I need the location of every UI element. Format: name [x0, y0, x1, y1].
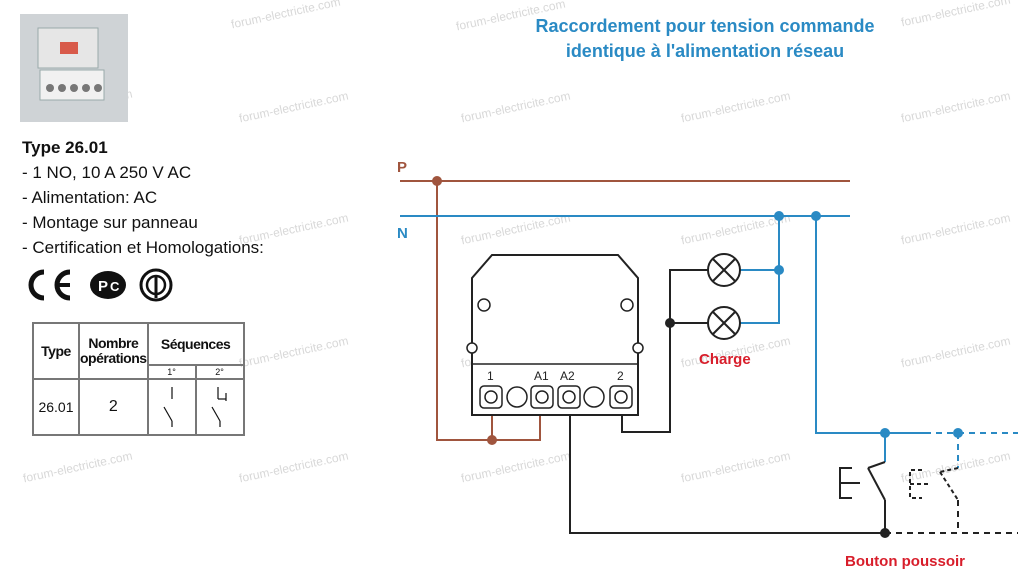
- cell-type: 26.01: [32, 378, 80, 436]
- terminal-label: 1: [487, 369, 494, 383]
- svg-text:P: P: [98, 278, 108, 295]
- neutral-junction: [880, 428, 890, 438]
- col-seq-header: Séquences: [146, 322, 245, 366]
- cell-ops: 2: [78, 378, 149, 436]
- col-type-header: Type: [32, 322, 80, 380]
- terminal-empty: [506, 386, 528, 408]
- lamp-icon: [707, 306, 741, 340]
- neutral-junction: [811, 211, 821, 221]
- col-ops-header: Nombre opérations: [78, 322, 149, 380]
- terminal-label: A2: [560, 369, 575, 383]
- neutral-junction: [774, 211, 784, 221]
- load-junction: [665, 318, 675, 328]
- load-wire: [621, 269, 708, 433]
- terminal-screw: [530, 385, 554, 409]
- spec-line: - Alimentation: AC: [22, 188, 158, 207]
- seq1-symbol: [146, 378, 197, 436]
- certification-logos: P C: [26, 266, 186, 306]
- phase-junction: [432, 176, 442, 186]
- neutral-extension: [925, 432, 1018, 468]
- terminal-empty: [583, 386, 605, 408]
- diagram-title: Raccordement pour tension commande ident…: [535, 16, 875, 61]
- neutral-junction: [953, 428, 963, 438]
- phase-label: P: [397, 159, 407, 176]
- charge-label: Charge: [699, 351, 751, 368]
- control-junction: [880, 528, 890, 538]
- product-type: Type 26.01: [22, 138, 108, 157]
- pct-mark-icon: P C: [90, 271, 126, 299]
- terminal-screw: [557, 385, 581, 409]
- terminal-screw: [609, 385, 633, 409]
- terminal-screw: [479, 385, 503, 409]
- control-wire: [569, 415, 886, 534]
- seq2-symbol: [194, 378, 245, 436]
- neutral-junction: [774, 265, 784, 275]
- seq1-header: 1°: [146, 364, 197, 380]
- neutral-label: N: [397, 225, 408, 242]
- push-button-icon-extension: [909, 467, 959, 501]
- spec-line: - Certification et Homologations:: [22, 238, 264, 257]
- terminal-label: A1: [534, 369, 549, 383]
- spec-line: - 1 NO, 10 A 250 V AC: [22, 163, 192, 182]
- svg-text:C: C: [110, 279, 120, 294]
- spec-block: Type 26.01 - 1 NO, 10 A 250 V AC - Alime…: [22, 138, 352, 260]
- imq-mark-icon: [139, 268, 173, 302]
- push-button-icon: [839, 461, 886, 501]
- relay-module: [466, 254, 644, 416]
- spec-line: - Montage sur panneau: [22, 213, 198, 232]
- lamp-icon: [707, 253, 741, 287]
- sequence-table: Type Nombre opérations Séquences 1° 2° 2…: [32, 322, 245, 436]
- seq2-header: 2°: [194, 364, 245, 380]
- control-extension: [885, 500, 1018, 534]
- terminal-label: 2: [617, 369, 624, 383]
- ce-mark-icon: [28, 269, 71, 301]
- product-photo: [20, 14, 128, 122]
- button-label: Bouton poussoir: [845, 553, 965, 570]
- phase-junction: [487, 435, 497, 445]
